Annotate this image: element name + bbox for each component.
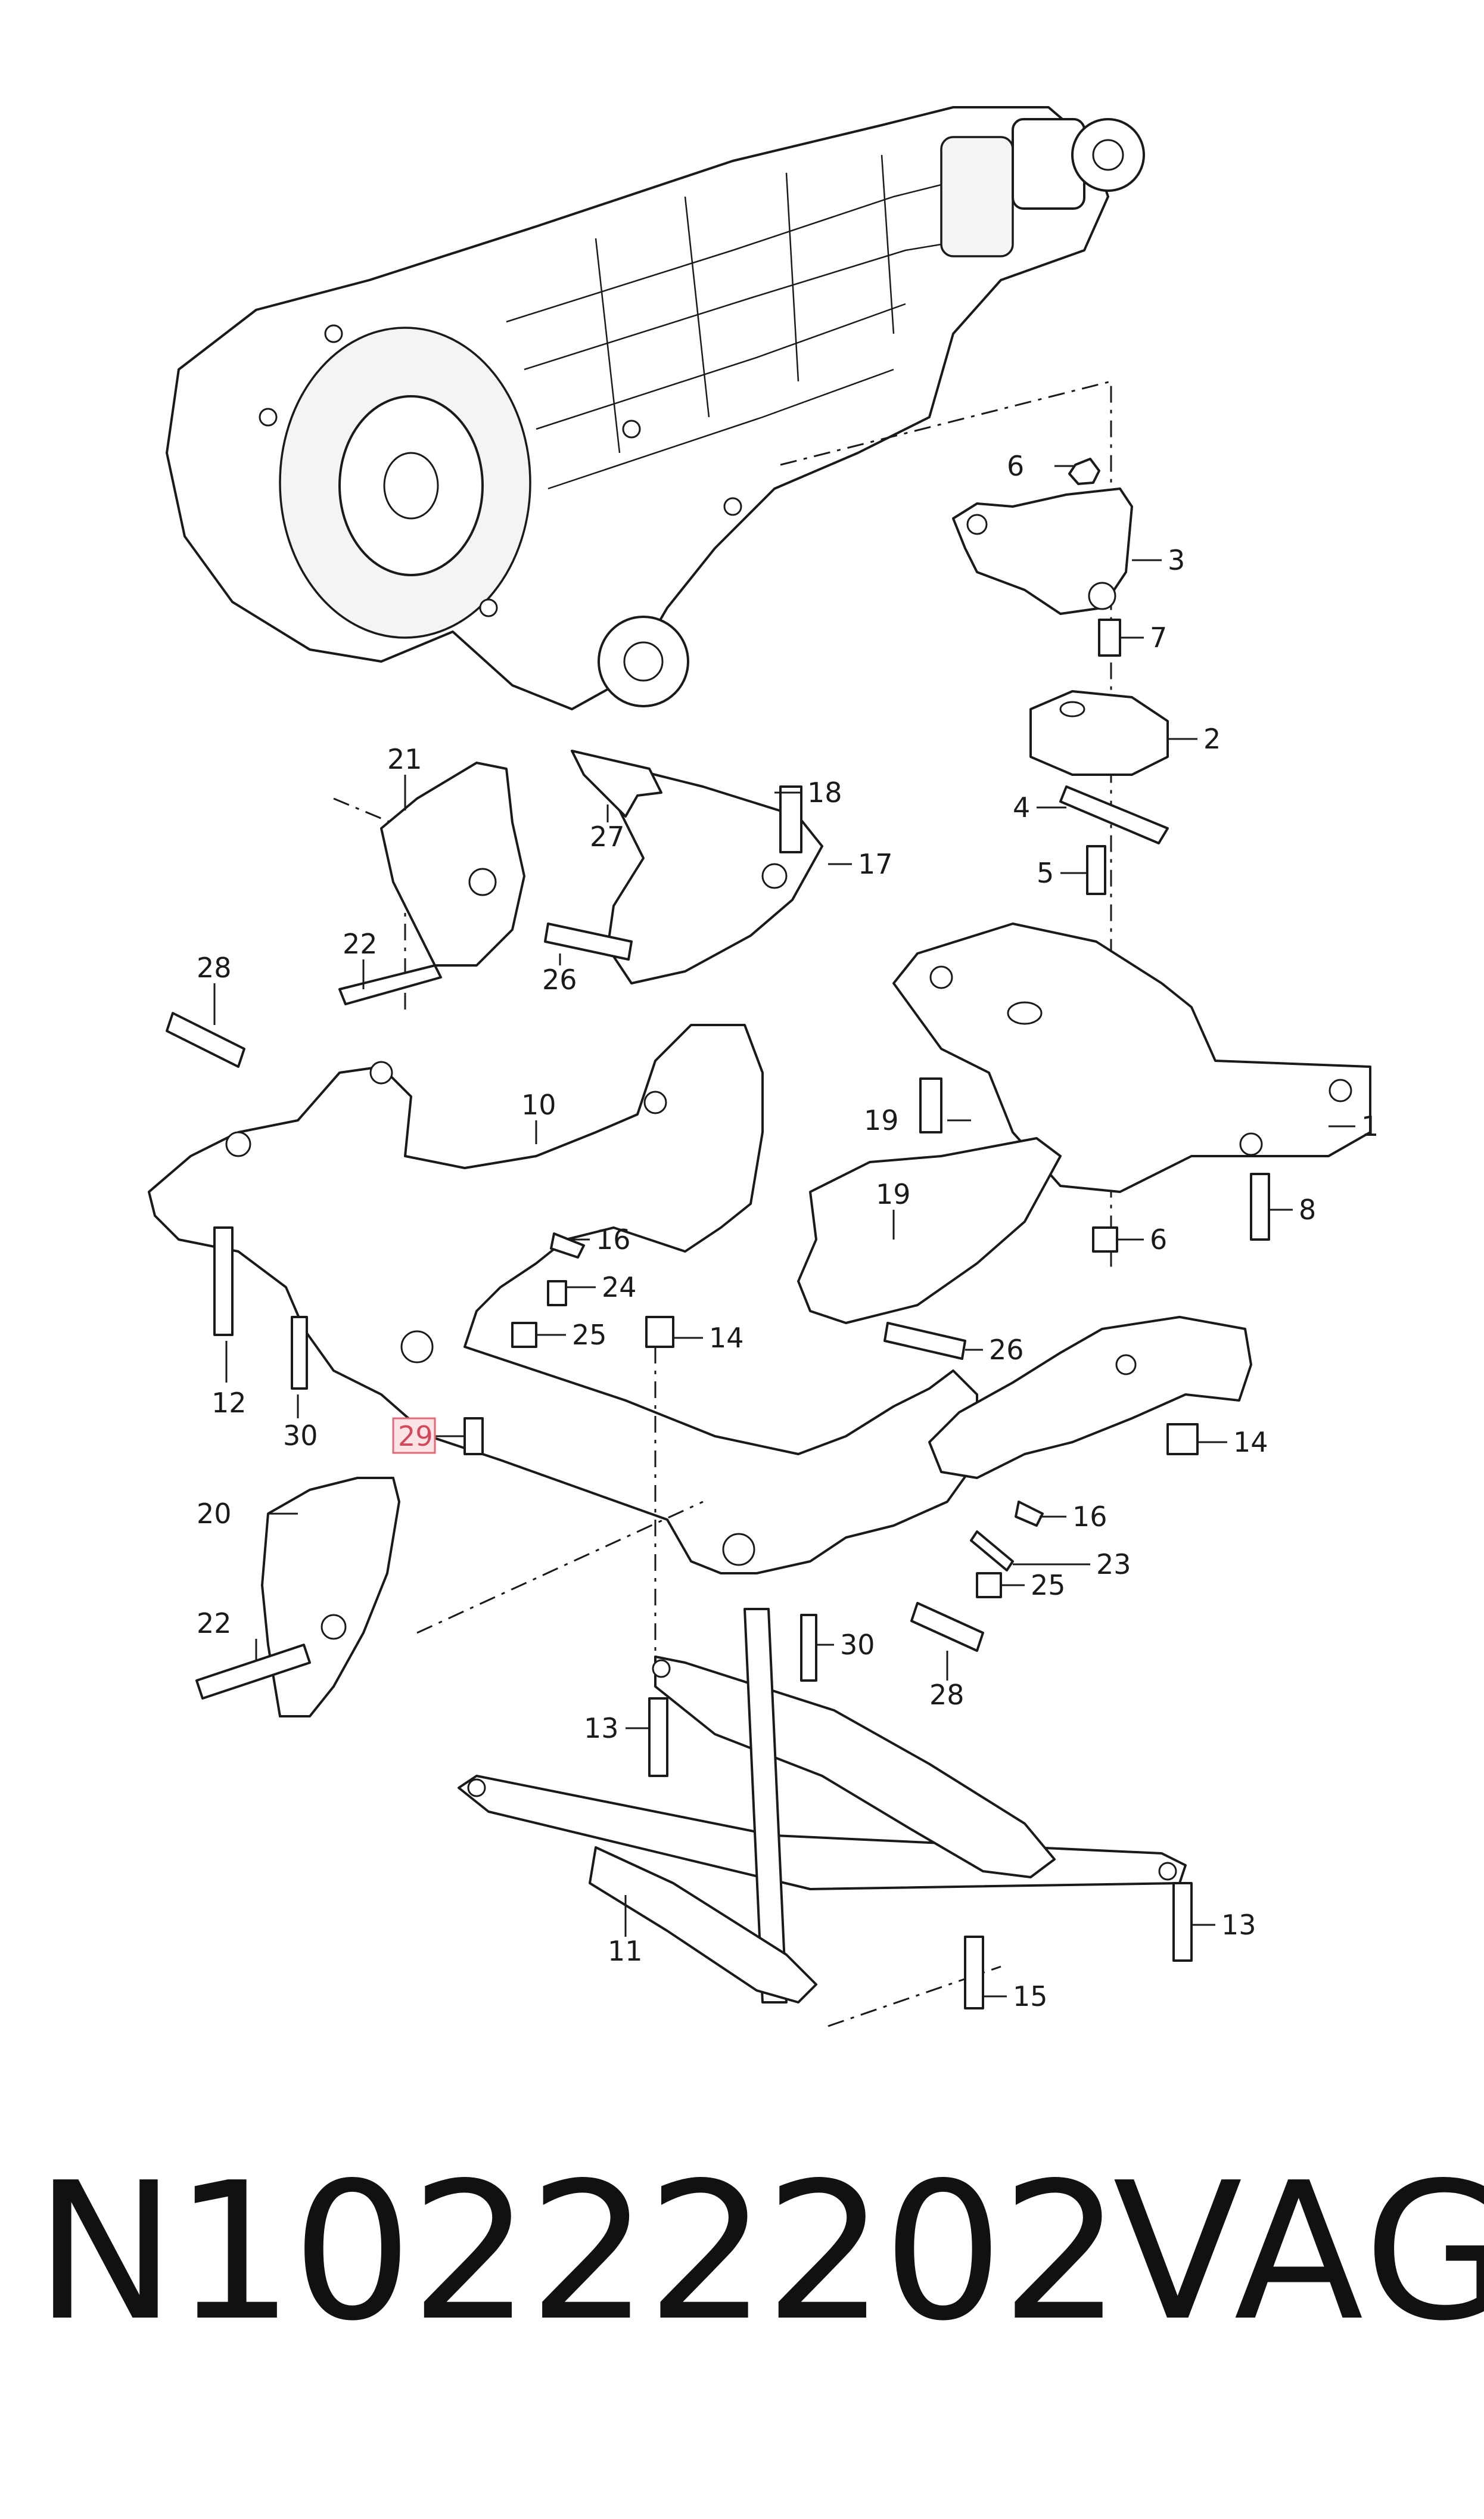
callout-14-left: 14 xyxy=(709,1322,744,1354)
diagram-canvas: 6 3 7 2 4 5 1 6 8 21 18 17 27 22 26 28 1… xyxy=(148,106,1379,2027)
callout-4: 4 xyxy=(1013,791,1030,824)
lower-brace-x xyxy=(589,1846,817,2004)
bolt-25-left xyxy=(511,1322,537,1348)
upper-left-brackets xyxy=(333,750,823,1013)
nut-6-lower xyxy=(1092,1226,1118,1253)
bracket-17 xyxy=(571,750,823,984)
mount-2 xyxy=(1029,690,1169,776)
callout-14-right: 14 xyxy=(1233,1426,1268,1458)
bracket-18 xyxy=(797,1137,1062,1324)
callout-19-lower: 19 xyxy=(864,1104,899,1136)
callout-12: 12 xyxy=(211,1387,247,1419)
callout-11: 11 xyxy=(608,1935,643,1967)
callout-3: 3 xyxy=(1168,544,1185,576)
callout-24: 24 xyxy=(602,1271,637,1303)
plate-4 xyxy=(1059,785,1169,844)
bracket-3 xyxy=(952,487,1133,615)
stud-30-right xyxy=(800,1614,817,1682)
bolt-13-left xyxy=(648,1697,668,1777)
clip-16-right xyxy=(1015,1501,1044,1527)
clip-24 xyxy=(547,1280,567,1306)
callout-6-lower: 6 xyxy=(1150,1223,1167,1256)
callout-6-upper: 6 xyxy=(1007,450,1024,482)
callout-30-right: 30 xyxy=(840,1629,875,1661)
lower-left-shield xyxy=(195,1477,704,1717)
callout-8: 8 xyxy=(1299,1194,1316,1226)
callout-25-right: 25 xyxy=(1031,1569,1066,1601)
callout-22-lower: 22 xyxy=(197,1607,232,1639)
callout-19-upper: 18 xyxy=(807,776,842,809)
nut-14-right xyxy=(1166,1423,1199,1455)
bolt-12 xyxy=(213,1226,234,1336)
bracket-27 xyxy=(571,750,662,818)
bolt-28-left xyxy=(166,1012,245,1068)
lower-brace-11 xyxy=(458,1347,1193,2027)
part-number: N10222202 xyxy=(35,2142,1121,2362)
lower-brace-strut xyxy=(743,1608,788,2004)
callout-18: 19 xyxy=(876,1178,911,1210)
bolt-22-upper xyxy=(338,964,442,1005)
callout-16-right: 16 xyxy=(1072,1501,1107,1533)
bolt-25-right xyxy=(976,1572,1002,1598)
callout-22-upper: 22 xyxy=(343,928,378,960)
callout-26-lower: 26 xyxy=(989,1334,1024,1366)
callout-29-highlight[interactable] xyxy=(392,1417,436,1454)
exploded-parts-diagram: 6 3 7 2 4 5 1 6 8 21 18 17 27 22 26 28 1… xyxy=(148,106,1379,2027)
bolt-19-upper xyxy=(779,785,802,853)
bolt-8 xyxy=(1250,1173,1270,1241)
bolt-26-lower xyxy=(883,1322,966,1360)
callout-16-left: 16 xyxy=(596,1223,631,1256)
bolt-22-lower xyxy=(195,1644,311,1700)
callout-27: 27 xyxy=(590,821,625,853)
callout-21: 21 xyxy=(387,743,422,775)
callout-29: 29 xyxy=(398,1420,433,1452)
front-subframe-10 xyxy=(148,1024,978,1574)
callout-28-left: 28 xyxy=(197,952,232,984)
callout-20: 20 xyxy=(197,1498,232,1530)
heat-shield-21 xyxy=(380,762,525,967)
bolt-13-right xyxy=(1172,1882,1193,1962)
callout-28-right: 28 xyxy=(929,1679,965,1711)
clip-16-left xyxy=(550,1232,585,1259)
callout-15: 15 xyxy=(1013,1980,1048,2012)
bolt-7 xyxy=(1098,619,1121,657)
bolt-28-right xyxy=(910,1602,984,1652)
callout-25-left: 25 xyxy=(572,1319,607,1351)
lower-brace-long xyxy=(458,1775,1187,1890)
callout-13-left: 13 xyxy=(584,1712,619,1744)
nut-6-upper xyxy=(1068,458,1100,485)
callout-17: 17 xyxy=(858,848,893,880)
bolt-5 xyxy=(1086,845,1106,895)
brand: VAG xyxy=(1113,2142,1484,2362)
callout-1: 1 xyxy=(1361,1110,1379,1142)
callout-2: 2 xyxy=(1203,723,1221,755)
callout-7: 7 xyxy=(1150,622,1167,654)
bracket-23 xyxy=(970,1530,1014,1571)
callout-labels: 6 3 7 2 4 5 1 6 8 21 18 17 27 22 26 28 1… xyxy=(197,450,1379,2012)
nut-14-left xyxy=(645,1316,674,1348)
crossmember-1 xyxy=(892,923,1371,1193)
stud-30-left xyxy=(291,1316,308,1390)
transmission-assembly xyxy=(166,106,1145,710)
bolt-15 xyxy=(964,1936,984,2009)
callout-23: 23 xyxy=(1096,1548,1131,1580)
callout-13-right: 13 xyxy=(1221,1909,1256,1941)
callout-leaders xyxy=(213,465,1355,1998)
bolt-19-lower xyxy=(919,1077,942,1133)
callout-30-left: 30 xyxy=(283,1420,318,1452)
main-subframe xyxy=(148,1024,1252,1574)
callout-10: 10 xyxy=(521,1089,556,1121)
upper-mount-stack xyxy=(780,380,1371,1269)
callout-26-upper: 26 xyxy=(542,964,577,996)
screw-29 xyxy=(463,1417,484,1455)
subframe-hardware xyxy=(166,1012,1199,1682)
bracket-18-arm xyxy=(928,1316,1252,1479)
bolt-26-upper xyxy=(544,923,633,961)
callout-5: 5 xyxy=(1037,857,1054,889)
